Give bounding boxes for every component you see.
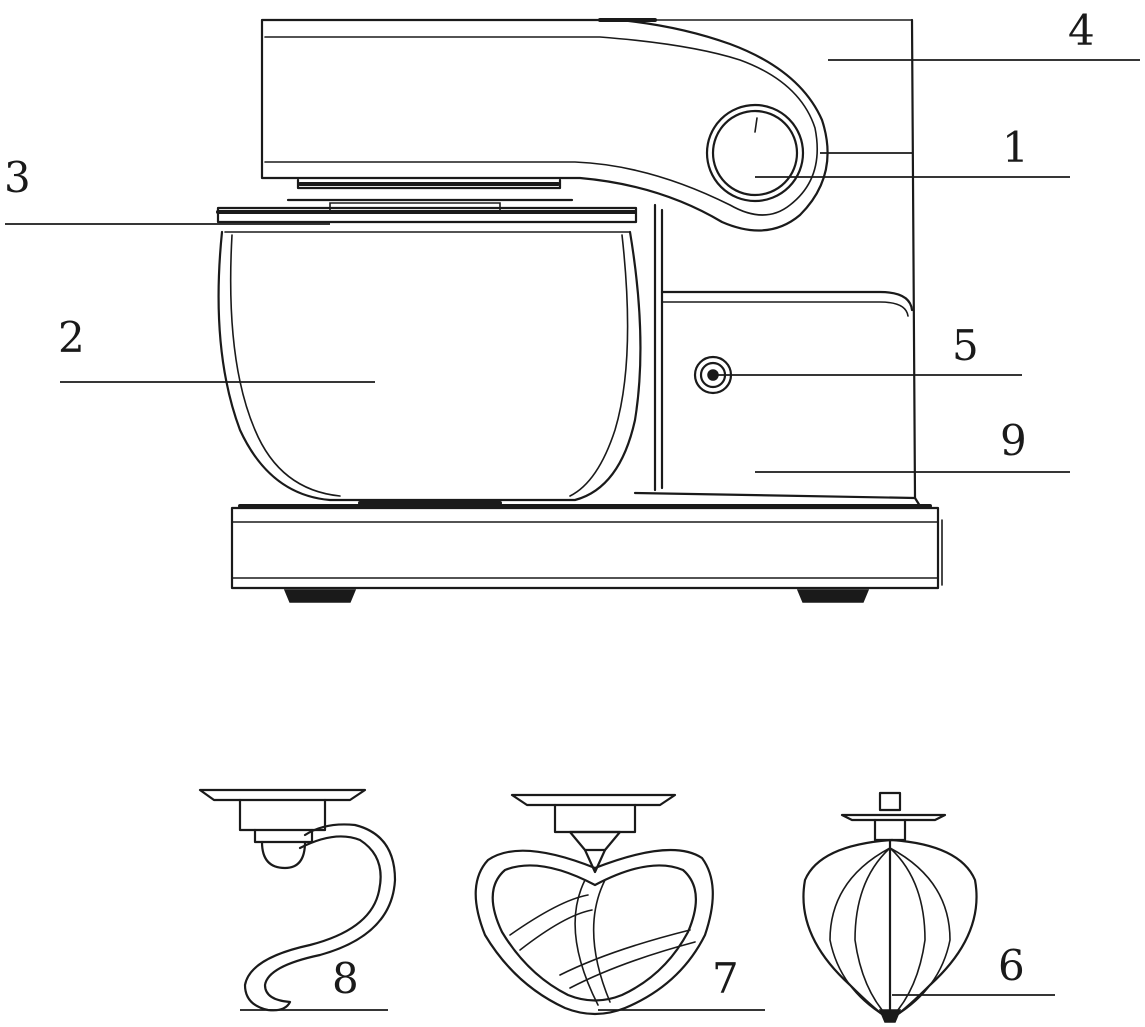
mixer-body <box>633 18 922 508</box>
callout-1: 1 <box>1002 123 1029 172</box>
mixer-head <box>260 18 913 232</box>
callout-7: 7 <box>712 954 739 1003</box>
flat-beater <box>474 793 714 1016</box>
callout-4: 4 <box>1068 6 1095 55</box>
callout-9: 9 <box>1000 416 1027 465</box>
callout-3: 3 <box>4 153 31 202</box>
dough-hook <box>198 788 397 1012</box>
callout-2: 2 <box>58 313 85 362</box>
mixer-base <box>230 504 943 603</box>
callout-8: 8 <box>332 954 359 1003</box>
leader-lines <box>5 59 1140 1011</box>
mixing-bowl <box>216 206 642 505</box>
stand-mixer <box>216 18 943 603</box>
speed-control-knob <box>705 103 805 203</box>
callout-5: 5 <box>952 321 979 370</box>
callout-labels: 4 1 3 2 5 9 8 7 6 <box>4 6 1095 1003</box>
wire-whisk <box>802 791 978 1023</box>
callout-6: 6 <box>998 941 1025 990</box>
